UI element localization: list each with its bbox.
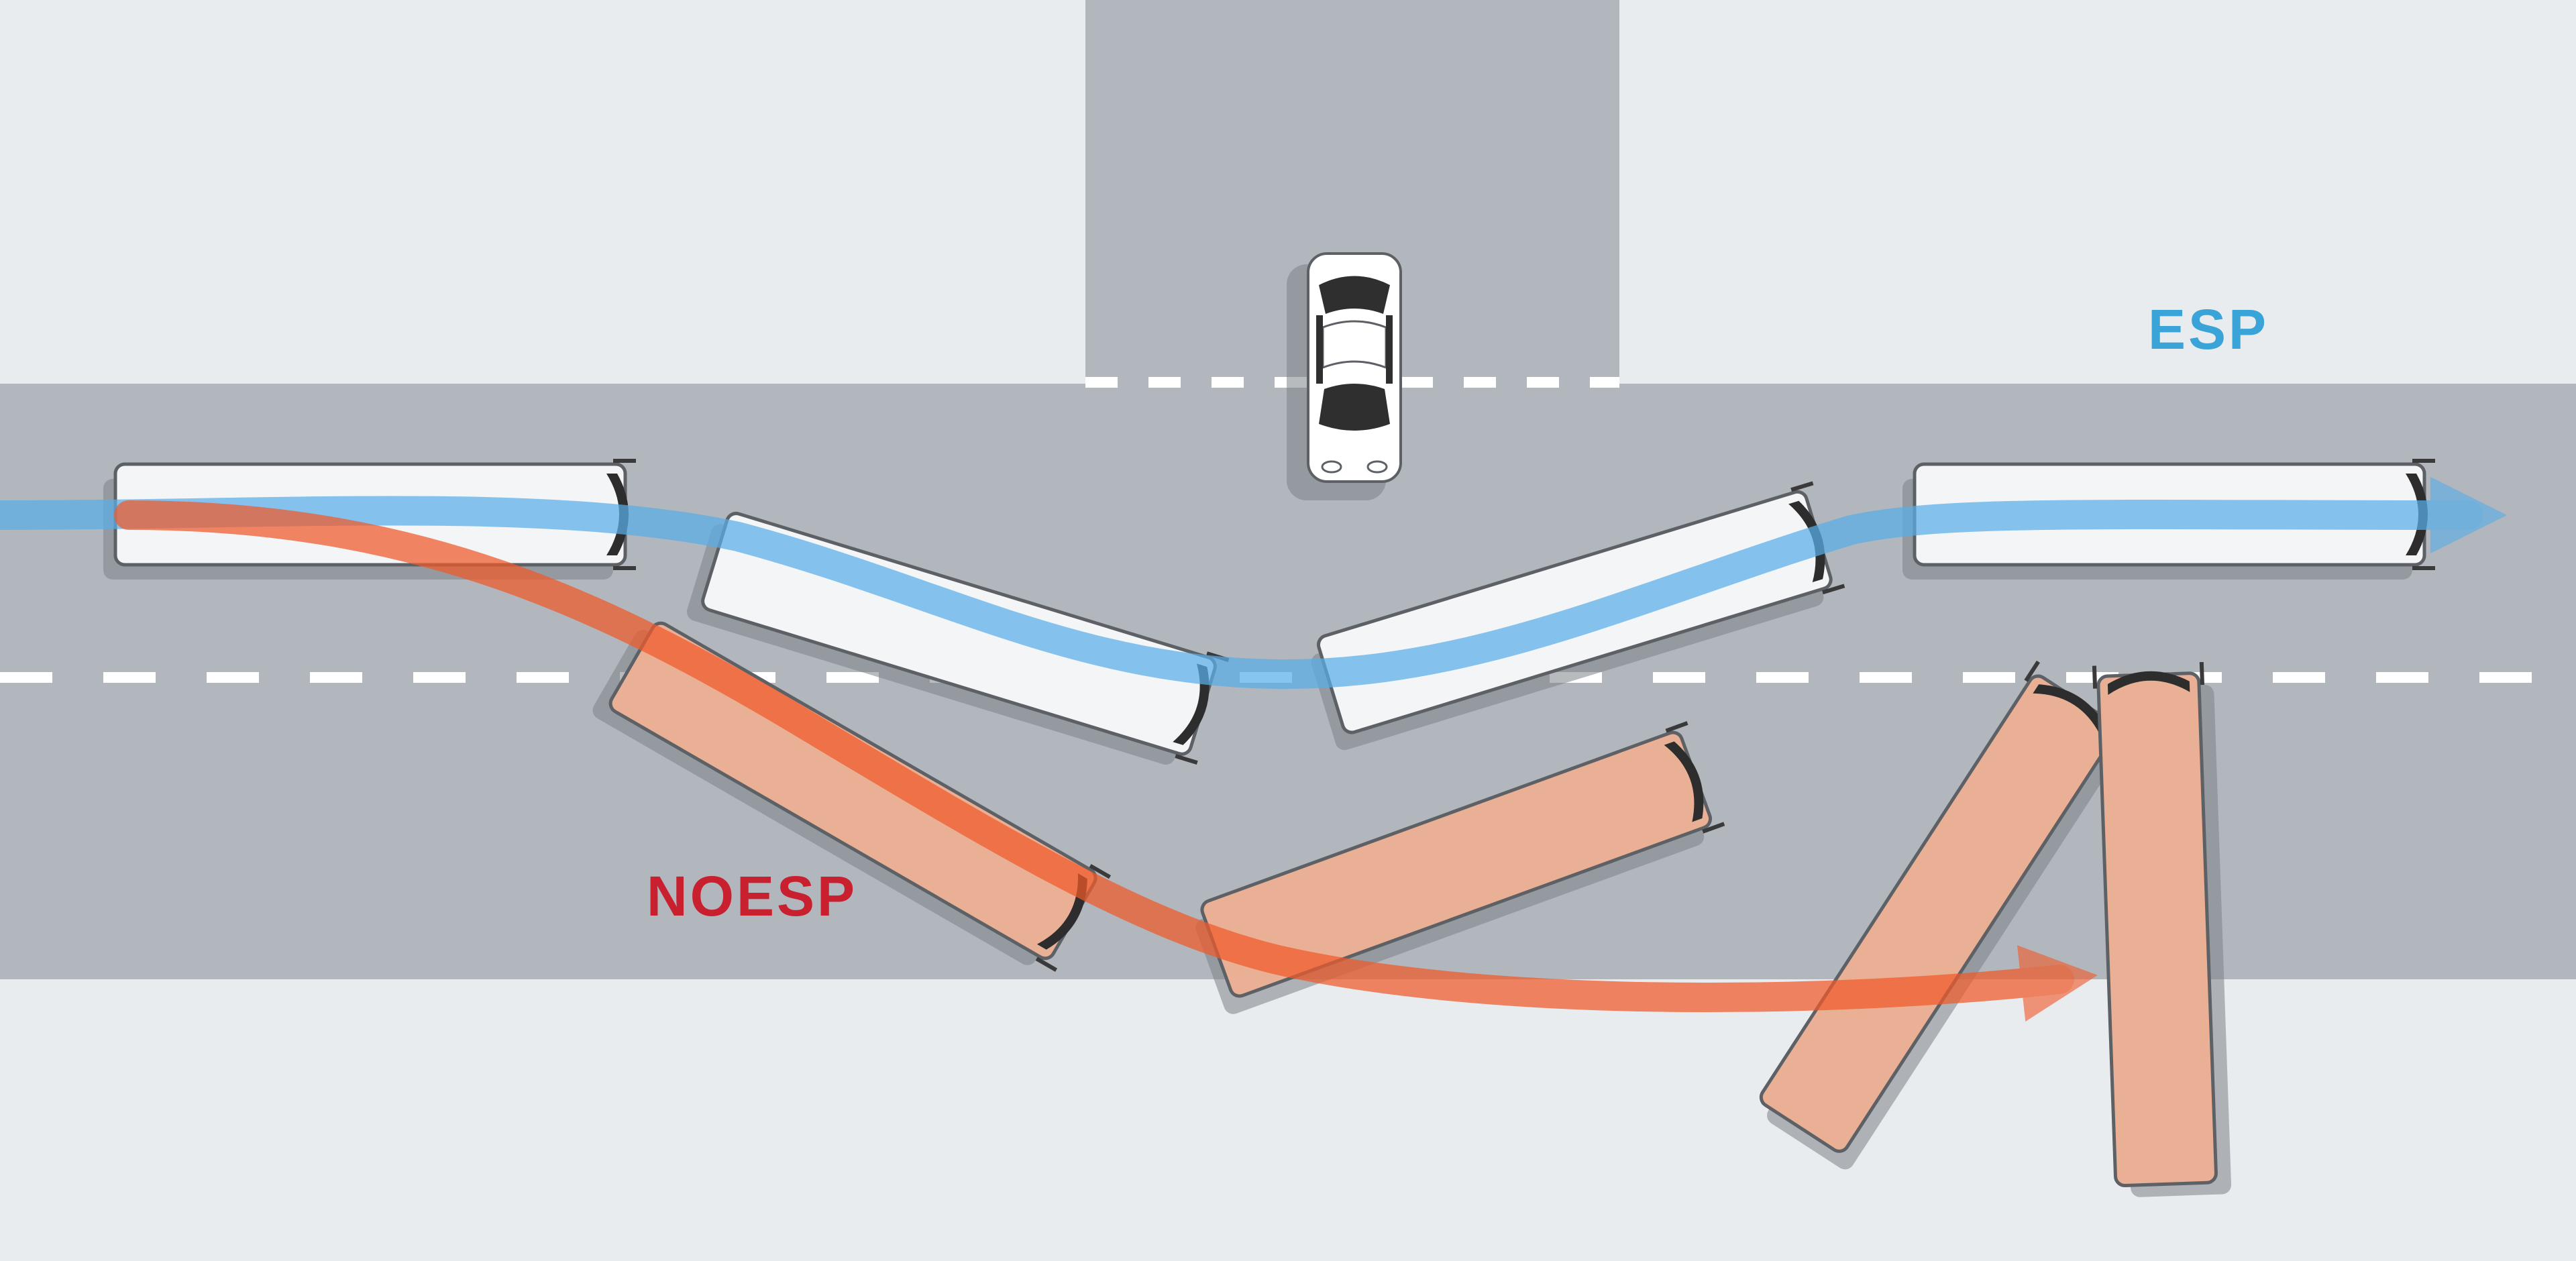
esp-trajectory-arrow <box>0 476 2508 690</box>
no-esp-trajectory-arrow <box>114 500 2098 1022</box>
no-esp-label: NOESP <box>647 865 857 928</box>
no-esp-bus-4 <box>2092 661 2232 1198</box>
car <box>1287 252 1402 500</box>
esp-label: ESP <box>2148 298 2269 361</box>
